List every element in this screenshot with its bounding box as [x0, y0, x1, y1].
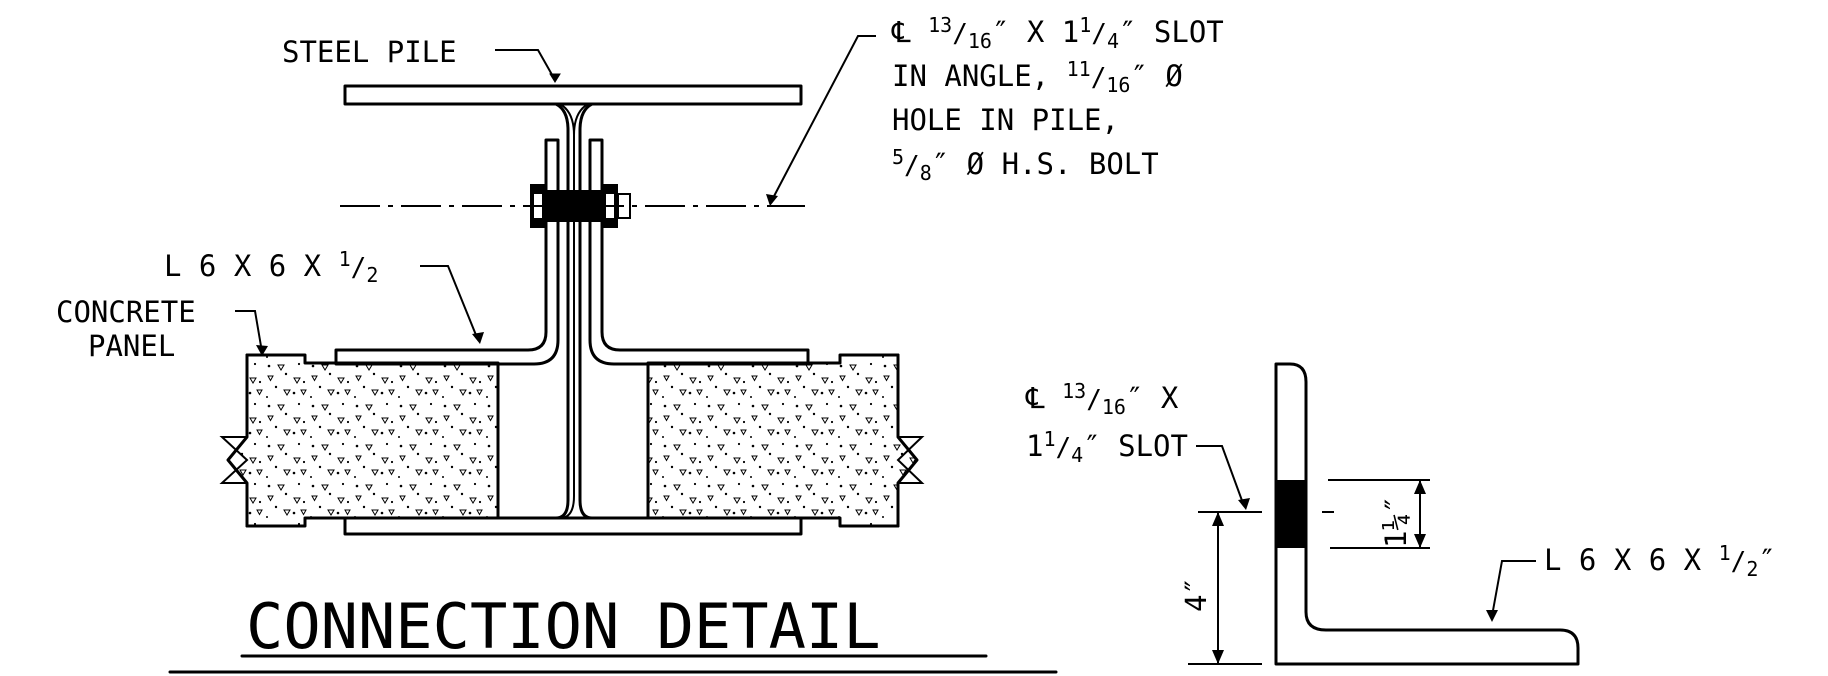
- svg-text:5/8″ Ø H.S. BOLT: 5/8″ Ø H.S. BOLT: [892, 145, 1159, 185]
- detail-title: CONNECTION DETAIL: [246, 590, 881, 663]
- concrete-break-right: [896, 353, 919, 528]
- web-line-left: [559, 103, 575, 519]
- leader-angle-right: [1491, 560, 1536, 617]
- label-concrete-line2: PANEL: [88, 329, 175, 363]
- label-slot-note: ℄ 13/16″ X 11/4″ SLOT IN ANGLE, 11/16″ Ø…: [891, 13, 1224, 185]
- svg-text:HOLE IN PILE,: HOLE IN PILE,: [892, 103, 1119, 137]
- label-side-slot-line1: ℄ 13/16″ X: [1025, 379, 1179, 419]
- label-concrete-line1: CONCRETE: [56, 295, 196, 329]
- label-angle-left: L 6 X 6 X 1/2: [164, 247, 378, 287]
- concrete-panel-right-outline: [646, 353, 900, 528]
- label-side-slot-line2: 11/4″ SLOT: [1026, 427, 1188, 467]
- svg-text:℄ 13/16″ X 11/4″ SLOT: ℄ 13/16″ X 11/4″ SLOT: [891, 13, 1224, 53]
- dim-slot-text: 1¼″: [1379, 496, 1413, 548]
- pile-top-flange: [343, 84, 803, 106]
- dim-height-text: 4″: [1179, 577, 1213, 612]
- leader-steel-pile: [495, 49, 556, 81]
- leader-side-slot: [1196, 445, 1245, 507]
- break-line-left: [219, 436, 249, 484]
- concrete-panel-right: [648, 355, 917, 526]
- concrete-break-left: [226, 353, 249, 528]
- angle-left: [334, 138, 560, 366]
- angle-side-section: [1274, 362, 1580, 666]
- angle-side-view: 1¼″ 4″ ℄ 13/16″ X 11/4″ SLOT L 6 X 6 X 1…: [1025, 362, 1776, 666]
- concrete-panel-left: [228, 355, 498, 526]
- break-line-right: [896, 436, 925, 484]
- leader-slot-note: [771, 35, 876, 201]
- label-angle-right: L 6 X 6 X 1/2″: [1544, 541, 1776, 581]
- pile-web: [554, 102, 594, 520]
- leader-angle-left: [420, 265, 479, 341]
- leader-concrete: [235, 310, 263, 353]
- svg-text:IN ANGLE, 11/16″ Ø: IN ANGLE, 11/16″ Ø: [892, 57, 1183, 97]
- angle-right: [588, 138, 810, 366]
- concrete-panel-left-outline: [245, 353, 500, 528]
- slot-marker: [1276, 480, 1306, 548]
- label-steel-pile: STEEL PILE: [282, 35, 457, 69]
- pile-bottom-flange: [343, 516, 803, 536]
